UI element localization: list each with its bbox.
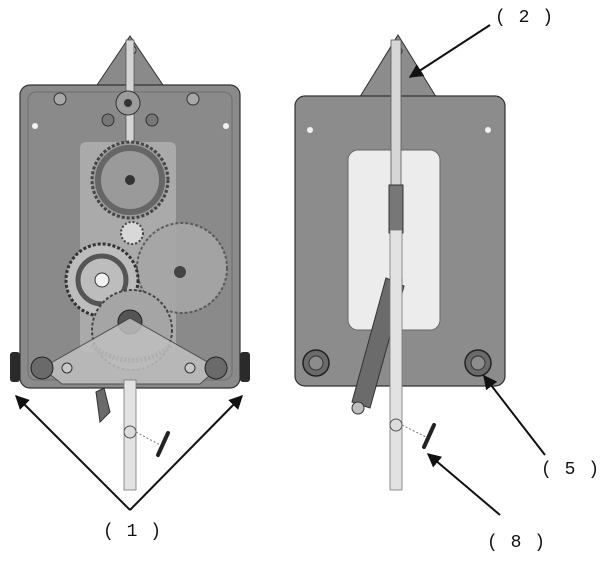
strike-wheel-hub <box>174 266 186 278</box>
callout-label-2: ( 2 ) <box>495 8 555 28</box>
arrow-1-right <box>129 395 243 511</box>
callout-label-1: ( 1 ) <box>103 522 163 542</box>
center-gear-hub <box>125 175 135 185</box>
back-bob-pin <box>389 418 403 432</box>
callout-label-8: ( 8 ) <box>487 533 547 553</box>
pallet-screw-right <box>145 113 159 127</box>
back-left-hole <box>307 127 313 133</box>
front-bottom-left-screw <box>61 362 73 374</box>
front-left-hole <box>32 123 38 129</box>
back-pin-rod <box>401 424 429 439</box>
front-top-right-screw <box>186 92 200 106</box>
front-beat-pin <box>156 431 170 457</box>
front-bob-pin <box>123 425 137 439</box>
front-bottom-right-pillar <box>204 356 228 380</box>
escape-wheel-hub <box>124 99 132 107</box>
arrow-8 <box>426 453 501 516</box>
main-wheel-hub <box>94 272 110 288</box>
front-top-left-screw <box>53 92 67 106</box>
front-bottom-left-pillar <box>30 356 54 380</box>
front-bottom-right-screw <box>184 362 196 374</box>
back-beat-pin <box>422 423 436 449</box>
back-suspension-block <box>388 184 404 234</box>
arrow-5 <box>483 374 546 456</box>
front-right-foot <box>240 352 250 382</box>
callout-label-5: ( 5 ) <box>541 460 600 480</box>
center-gear-body <box>95 145 165 215</box>
back-view-movement <box>294 34 506 491</box>
back-crutch-tip <box>351 401 365 415</box>
front-view-movement <box>10 35 250 491</box>
front-crutch <box>95 387 111 424</box>
back-bottom-right-pillar-inner <box>470 355 486 371</box>
pallet-screw-left <box>101 113 115 127</box>
arrow-2 <box>408 24 491 78</box>
callout-arrows <box>15 24 546 516</box>
front-pin-rod <box>135 431 163 447</box>
front-left-foot <box>10 352 20 382</box>
back-right-hole <box>485 127 491 133</box>
arrow-1-left <box>15 395 131 511</box>
back-bottom-left-pillar-inner <box>308 355 324 371</box>
back-pendulum-rod <box>389 229 403 491</box>
small-pinion <box>120 221 144 245</box>
front-right-hole <box>223 123 229 129</box>
